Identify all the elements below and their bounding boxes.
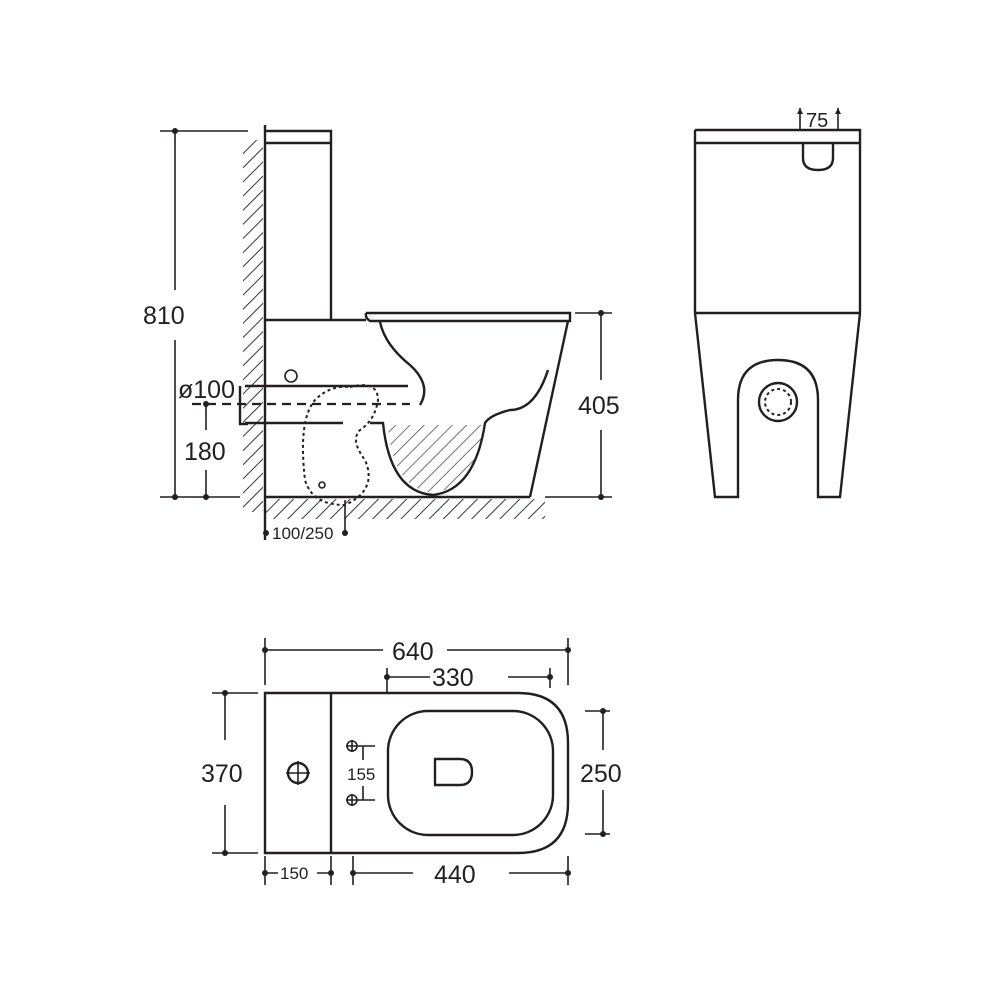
dim-640-line [264, 638, 569, 685]
pedestal-front [693, 312, 862, 499]
floor-hatching [265, 499, 545, 519]
dim-155-line [358, 745, 375, 801]
dim-250-line [585, 710, 610, 835]
toilet-outline-top [263, 691, 570, 855]
dim-405-label: 405 [578, 392, 620, 420]
water-hatching [388, 425, 485, 493]
fixing-hole-icon [346, 740, 358, 752]
flush-button-slot [801, 143, 835, 172]
fixing-hole-icon [346, 794, 358, 806]
dim-810-label: 810 [143, 302, 185, 330]
dim-180-label: 180 [184, 438, 226, 466]
bowl-front [528, 320, 570, 498]
top-view: 155 640 330 370 250 150 440 [201, 638, 622, 889]
dim-405-line [545, 312, 612, 498]
dim-150-label: 150 [280, 864, 308, 883]
outlet-inner-circle [764, 388, 792, 416]
dim-440-label: 440 [434, 861, 476, 889]
dim-outlet-diameter-label: ø100 [178, 376, 235, 404]
dim-370-label: 370 [201, 760, 243, 788]
dim-75-label: 75 [806, 110, 828, 132]
dim-250-label: 250 [580, 760, 622, 788]
side-view: 810 405 ø100 180 100/250 [143, 125, 620, 543]
seat-side [265, 311, 572, 323]
dim-810-line [160, 130, 248, 498]
inlet-circle [284, 369, 298, 383]
dim-370-line [212, 692, 258, 854]
cistern-front [693, 128, 862, 315]
flush-button-icon [286, 761, 310, 785]
cistern-side [265, 129, 333, 320]
dim-offset-label: 100/250 [272, 524, 333, 543]
alt-outlet-dotted [301, 384, 380, 507]
outlet-circle [757, 381, 799, 423]
dim-640-label: 640 [392, 638, 434, 666]
wall-hatching [243, 140, 263, 512]
seat-lid-tab [433, 757, 474, 787]
outlet-pipe [238, 384, 408, 426]
small-hole [318, 481, 326, 489]
front-view: 75 [693, 108, 862, 499]
seat-outline [386, 709, 555, 837]
dim-330-label: 330 [432, 664, 474, 692]
dim-155-label: 155 [347, 765, 375, 784]
